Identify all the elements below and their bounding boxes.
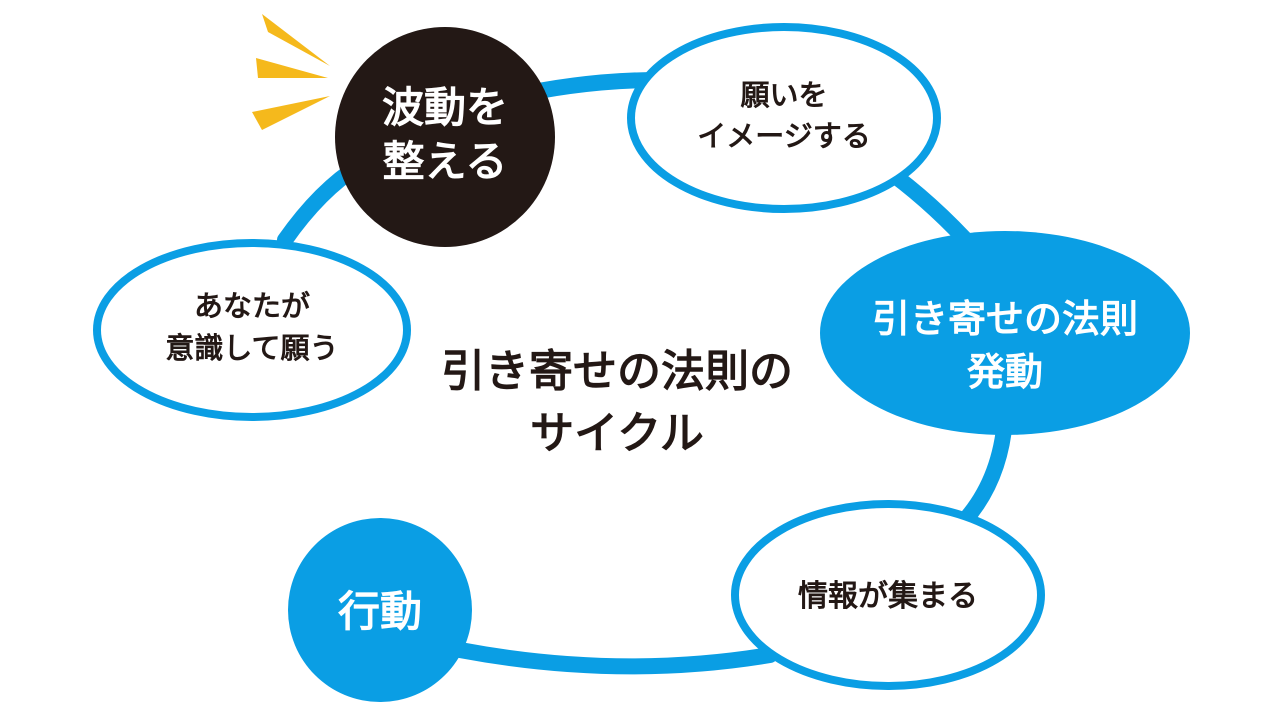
node-info-gathers: 情報が集まる bbox=[731, 500, 1045, 690]
node-law-activation-line1: 引き寄せの法則 bbox=[872, 297, 1138, 341]
node-adjust-vibration-line2: 整える bbox=[383, 137, 508, 186]
node-law-activation-shape bbox=[820, 231, 1190, 435]
node-adjust-vibration-line1: 波動を bbox=[382, 83, 508, 132]
node-info-gathers-shape bbox=[731, 500, 1045, 690]
diagram-title: 引き寄せの法則の サイクル bbox=[441, 346, 793, 459]
burst-line-1 bbox=[262, 14, 330, 66]
burst-line-3 bbox=[252, 96, 330, 130]
burst-lines bbox=[252, 14, 330, 130]
node-law-activation-line2: 発動 bbox=[967, 350, 1043, 394]
diagram-title-line1: 引き寄せの法則の bbox=[441, 346, 793, 397]
node-conscious-wish-line2: 意識して願う bbox=[165, 331, 338, 365]
ring-arc-bottom bbox=[452, 642, 778, 675]
burst-line-2 bbox=[256, 58, 328, 78]
node-conscious-wish-line1: あなたが bbox=[194, 289, 310, 323]
node-action: 行動 bbox=[288, 518, 472, 702]
diagram-title-line2: サイクル bbox=[530, 408, 704, 459]
node-adjust-vibration: 波動を 整える bbox=[335, 27, 555, 247]
node-adjust-vibration-shape bbox=[335, 27, 555, 247]
node-info-gathers-line1: 情報が集まる bbox=[798, 579, 978, 614]
ring-arc-right bbox=[957, 412, 1013, 528]
node-imagine-wish-shape bbox=[627, 23, 941, 213]
node-imagine-wish-line1: 願いを bbox=[740, 78, 827, 112]
node-law-activation: 引き寄せの法則 発動 bbox=[820, 231, 1190, 435]
node-action-line1: 行動 bbox=[338, 587, 422, 636]
node-imagine-wish: 願いを イメージする bbox=[627, 23, 941, 213]
node-conscious-wish: あなたが 意識して願う bbox=[93, 239, 411, 421]
node-action-shape bbox=[288, 518, 472, 702]
node-imagine-wish-line2: イメージする bbox=[697, 119, 870, 153]
node-conscious-wish-shape bbox=[93, 239, 411, 421]
